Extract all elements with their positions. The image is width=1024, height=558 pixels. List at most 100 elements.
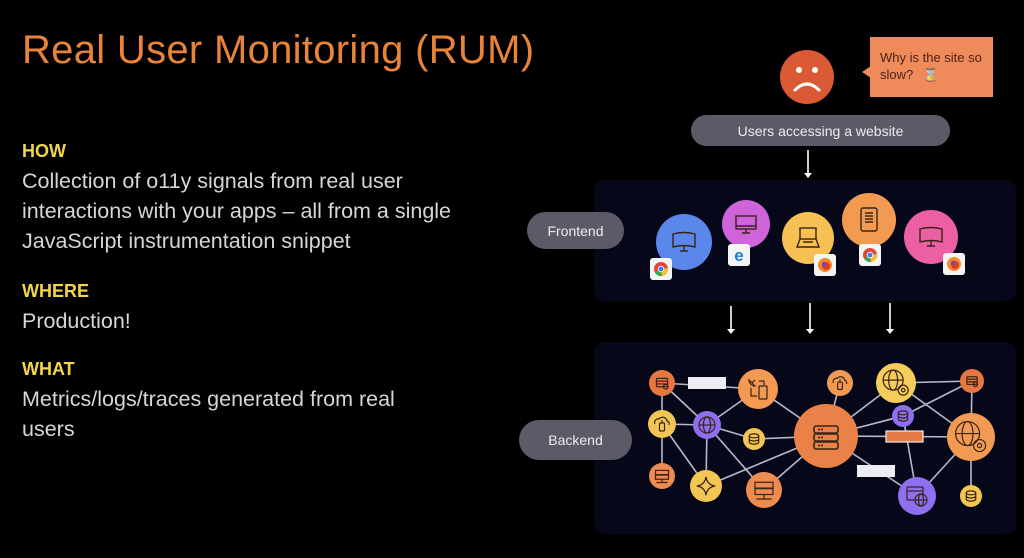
speech-bubble: Why is the site so slow? ⌛ [870,37,993,97]
backend-node-circle [649,463,675,489]
server-base [756,494,772,500]
globe-gear-icon [954,420,987,453]
hourglass-icon: ⌛ [922,67,940,82]
server-stack-icon [813,425,839,450]
ereader-icon [860,207,878,232]
message-block-highlighted [885,430,924,443]
device-curved-monitor-4 [904,210,965,275]
cloud [654,416,670,426]
database-icon [897,410,909,422]
sad-face-icon [780,50,834,104]
gear [897,384,909,396]
how-body: Collection of o11y signals from real use… [22,169,452,253]
gear-hub [900,387,906,393]
satellite-device-icon [748,378,768,400]
screen [799,227,817,240]
backend-node-5 [743,428,765,450]
backend-node-2 [649,463,675,489]
slide-title: Real User Monitoring (RUM) [22,28,535,72]
badge [972,381,979,388]
led [821,436,823,439]
cloud-upload-icon [832,376,848,391]
gear-hub [976,442,983,449]
led [821,444,823,447]
satellite-dish [748,378,757,387]
db-body [748,435,760,445]
backend-node-3 [693,411,721,439]
led [818,444,820,447]
backend-node-1 [648,410,676,438]
server-unit [813,433,839,442]
arrow-head [886,329,894,334]
backend-node-circle [827,370,853,396]
db-body [897,412,909,422]
chrome-browser-icon [650,258,672,280]
backend-node-10 [876,363,916,403]
backend-node-circle [649,370,675,396]
body [860,207,878,232]
server-unit [813,425,839,434]
led [818,428,820,431]
backend-node-12 [960,369,984,393]
backend-node-circle [960,369,984,393]
device-circle [904,210,958,264]
firefox-core [821,261,827,267]
cloud [832,376,848,385]
device-circle [782,212,834,264]
keyboard [795,238,821,248]
firefox-core [950,260,956,266]
where-body: Production! [22,309,131,333]
mobile-db-icon [655,377,669,390]
led [818,436,820,439]
server-unit [813,441,839,450]
backend-node-6 [690,470,722,502]
phone [758,385,768,400]
down-arrow-icon [804,150,812,178]
stand [680,246,688,252]
stand [736,225,756,234]
chrome-center [867,252,873,258]
server-base [656,479,668,484]
screen [919,226,943,243]
down-arrow-icon [727,306,735,334]
sad-face-eye [796,67,802,73]
backend-node-circle [960,485,982,507]
backend-edge [902,380,973,417]
stand [927,241,935,247]
device-curved-monitor-0 [650,214,712,280]
backend-node-8 [794,404,858,468]
backend-node-circle [947,413,995,461]
backend-node-13 [947,413,995,461]
arrow-head [804,173,812,178]
backend-node-circle [690,470,722,502]
server-icon [654,469,670,484]
laptop-icon [795,227,821,248]
curved-monitor-icon [672,231,696,252]
star [696,476,716,496]
desktop-icon [735,215,757,234]
sad-face-mouth [793,82,821,92]
firefox-browser-icon [814,254,836,276]
users-accessing-label: Users accessing a website [691,115,950,146]
globe-icon [698,416,716,434]
message-block [688,377,726,389]
device-desktop-1: e [722,200,770,266]
backend-node-circle [746,472,782,508]
speech-bubble-tail [862,66,871,78]
arrow-head [727,329,735,334]
curved-monitor-icon [919,226,943,247]
down-arrow-icon [886,303,894,334]
backend-node-15 [960,485,982,507]
speech-text: Why is the site so slow? [880,50,982,82]
what-body: Metrics/logs/traces generated from real … [22,387,395,441]
backend-label: Backend [519,420,632,460]
frontend-label: Frontend [527,212,624,249]
where-heading: WHERE [22,281,89,301]
down-arrow-icon [806,303,814,334]
star-node-icon [696,476,716,496]
arrow-head [806,329,814,334]
chrome-browser-icon [859,244,881,266]
device-laptop-2 [782,212,836,276]
screen [672,231,696,248]
